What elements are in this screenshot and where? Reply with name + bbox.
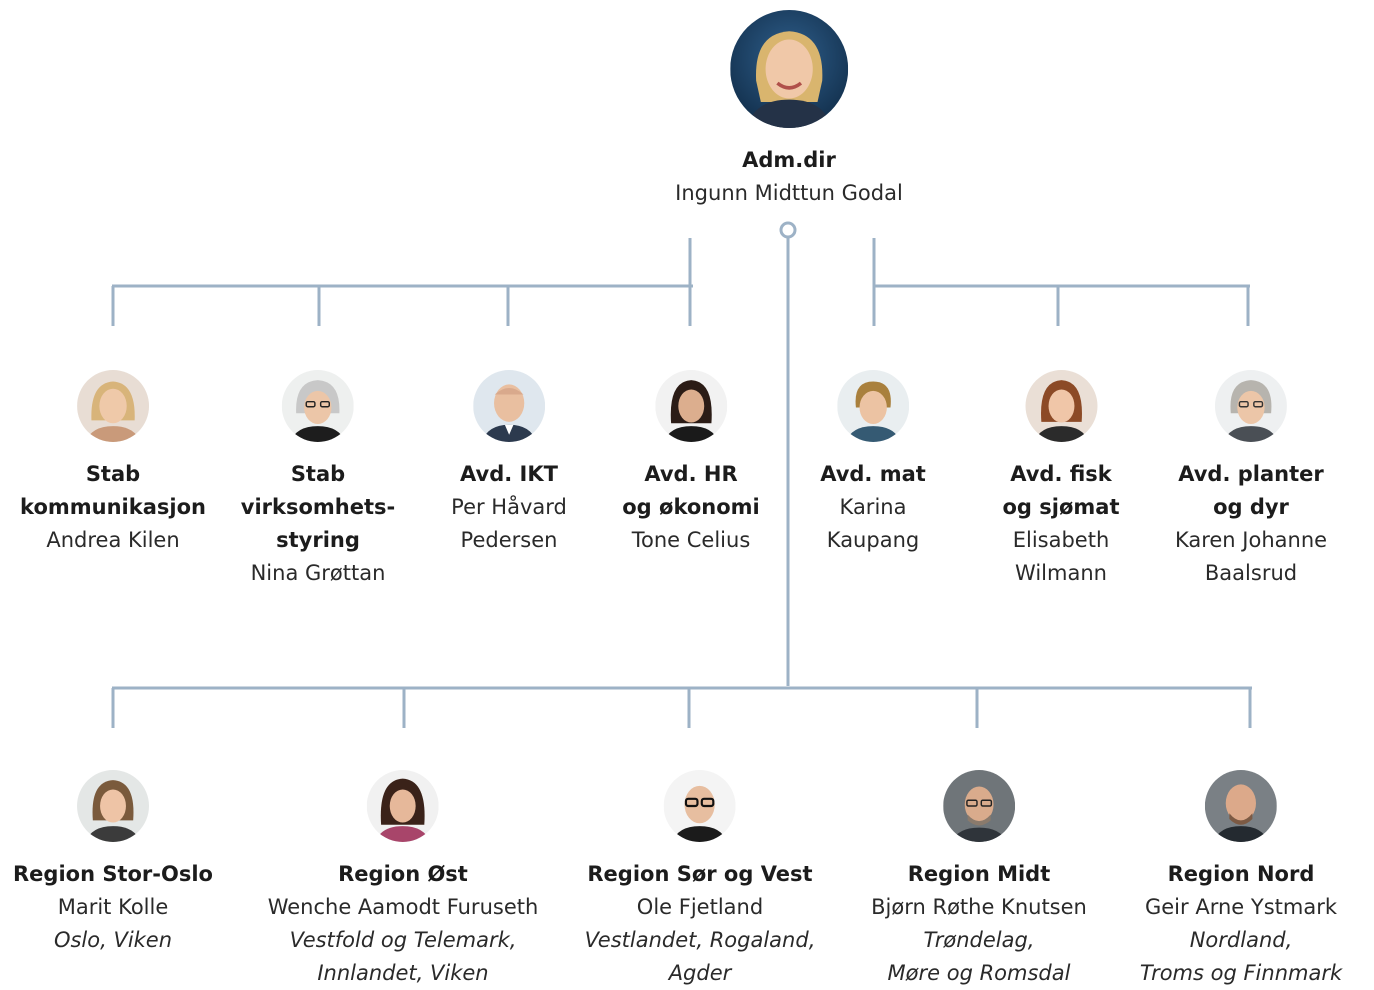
- department-node: Avd. HR og økonomi Tone Celius: [622, 370, 760, 557]
- department-title-line: og økonomi: [622, 495, 760, 519]
- department-head-name: Pedersen: [460, 528, 558, 552]
- root-title: Adm.dir: [742, 148, 836, 172]
- department-head-name: Baalsrud: [1204, 561, 1298, 585]
- portrait-icon: [1214, 370, 1287, 442]
- region-head-name: Geir Arne Ystmark: [1144, 895, 1337, 919]
- department-head-name: Karen Johanne: [1174, 528, 1328, 552]
- root-name: Ingunn Midttun Godal: [675, 181, 903, 205]
- portrait-icon: [943, 770, 1015, 842]
- portrait-icon: [282, 370, 354, 442]
- portrait-icon: [1025, 370, 1097, 442]
- department-node: Avd. fisk og sjømat Elisabeth Wilmann: [1003, 370, 1120, 590]
- region-title: Region Øst: [338, 862, 468, 886]
- region-area: Innlandet, Viken: [317, 961, 489, 985]
- region-head-name: Bjørn Røthe Knutsen: [871, 895, 1087, 919]
- department-head-name: Kaupang: [826, 528, 920, 552]
- region-area: Vestlandet, Rogaland,: [584, 928, 816, 952]
- department-title-line: Avd. HR: [644, 462, 738, 486]
- department-head-name: Elisabeth: [1012, 528, 1110, 552]
- root-connector-circle: [779, 221, 797, 239]
- portrait-icon: [1204, 770, 1277, 842]
- department-title-line: Avd. planter: [1178, 462, 1324, 486]
- region-head-name: Ole Fjetland: [636, 895, 764, 919]
- region-node: Region Nord Geir Arne Ystmark Nordland, …: [1140, 770, 1342, 990]
- department-head-name: Tone Celius: [631, 528, 751, 552]
- portrait-icon: [729, 10, 848, 128]
- department-head-name: Karina: [839, 495, 907, 519]
- department-title-line: Avd. IKT: [460, 462, 558, 486]
- portrait-icon: [367, 770, 439, 842]
- connector-lines: [111, 238, 1252, 728]
- region-head-name: Wenche Aamodt Furuseth: [267, 895, 539, 919]
- portrait-icon: [836, 370, 909, 442]
- department-head-name: Per Håvard: [451, 495, 567, 519]
- region-area: Møre og Romsdal: [887, 961, 1071, 985]
- department-node: Avd. planter og dyr Karen Johanne Baalsr…: [1175, 370, 1327, 590]
- region-area: Troms og Finnmark: [1139, 961, 1343, 985]
- department-title-line: virksomhets-: [240, 495, 396, 519]
- department-node: Stab virksomhets- styring Nina Grøttan: [241, 370, 395, 590]
- department-title-line: og sjømat: [1002, 495, 1120, 519]
- region-node: Region Stor-Oslo Marit Kolle Oslo, Viken: [13, 770, 213, 957]
- department-node: Avd. IKT Per Håvard Pedersen: [451, 370, 567, 557]
- region-area: Vestfold og Telemark,: [289, 928, 517, 952]
- department-title-line: kommunikasjon: [20, 495, 206, 519]
- department-node: Avd. mat Karina Kaupang: [820, 370, 926, 557]
- region-area: Nordland,: [1189, 928, 1293, 952]
- region-title: Region Nord: [1167, 862, 1315, 886]
- department-node: Stab kommunikasjon Andrea Kilen: [20, 370, 206, 557]
- root-node: Adm.dir Ingunn Midttun Godal: [675, 10, 903, 210]
- region-title: Region Stor-Oslo: [13, 862, 213, 886]
- portrait-icon: [663, 770, 736, 842]
- department-title-line: styring: [276, 528, 360, 552]
- region-area: Oslo, Viken: [53, 928, 173, 952]
- portrait-icon: [77, 370, 149, 442]
- portrait-icon: [472, 370, 545, 442]
- department-head-name: Nina Grøttan: [250, 561, 386, 585]
- region-area: Agder: [668, 961, 732, 985]
- region-node: Region Sør og Vest Ole Fjetland Vestland…: [584, 770, 816, 990]
- department-title-line: Avd. mat: [820, 462, 926, 486]
- region-head-name: Marit Kolle: [57, 895, 169, 919]
- department-title-line: Stab: [290, 462, 346, 486]
- region-title: Region Midt: [907, 862, 1051, 886]
- department-title-line: og dyr: [1213, 495, 1289, 519]
- portrait-icon: [654, 370, 727, 442]
- region-node: Region Øst Wenche Aamodt Furuseth Vestfo…: [267, 770, 539, 990]
- region-title: Region Sør og Vest: [587, 862, 813, 886]
- department-head-name: Andrea Kilen: [46, 528, 180, 552]
- portrait-icon: [76, 770, 149, 842]
- department-title-line: Avd. fisk: [1010, 462, 1112, 486]
- department-title-line: Stab: [85, 462, 141, 486]
- region-node: Region Midt Bjørn Røthe Knutsen Trøndela…: [871, 770, 1087, 990]
- region-area: Trøndelag,: [923, 928, 1035, 952]
- department-head-name: Wilmann: [1015, 561, 1107, 585]
